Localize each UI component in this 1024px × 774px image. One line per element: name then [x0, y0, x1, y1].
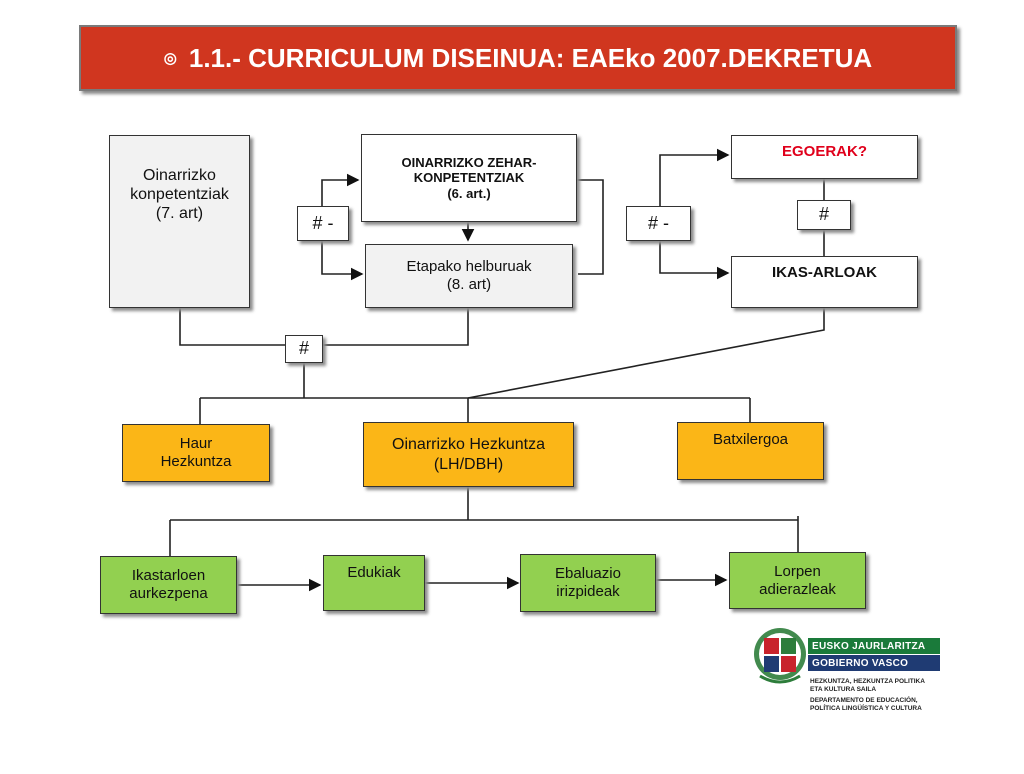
- ikas-arloak-box: IKAS-ARLOAK: [731, 256, 918, 308]
- dept-name-es: DEPARTAMENTO DE EDUCACIÓN, POLÍTICA LING…: [810, 697, 922, 713]
- hash-minus-left-label: # -: [312, 212, 334, 233]
- hash-top-right-label: #: [818, 204, 829, 225]
- title-bullet-icon: ◎: [163, 50, 177, 67]
- hash-bottom-label: #: [298, 338, 309, 359]
- ebaluazio-irizpideak-box: Ebaluazio irizpideak: [520, 554, 656, 612]
- oinarrizko-hezkuntza-box: Oinarrizko Hezkuntza (LH/DBH): [363, 422, 574, 487]
- zeharkonpetentziak-label: OINARRIZKO ZEHAR- KONPETENTZIAK (6. art.…: [401, 154, 537, 201]
- gov-name-eu: EUSKO JAURLARITZA: [808, 638, 940, 654]
- zeharkonpetentziak-box: OINARRIZKO ZEHAR- KONPETENTZIAK (6. art.…: [361, 134, 577, 222]
- etapako-helburuak-label: Etapako helburuak (8. art): [406, 258, 532, 293]
- ebaluazio-irizpideak-label: Ebaluazio irizpideak: [555, 565, 621, 600]
- ikas-arloak-label: IKAS-ARLOAK: [772, 264, 877, 281]
- etapako-helburuak-box: Etapako helburuak (8. art): [365, 244, 573, 308]
- batxilergoa-box: Batxilergoa: [677, 422, 824, 480]
- ikastarloen-aurkezpena-label: Ikastarloen aurkezpena: [129, 567, 208, 602]
- lorpen-adierazleak-label: Lorpen adierazleak: [759, 562, 836, 598]
- egoerak-box: EGOERAK?: [731, 135, 918, 179]
- batxilergoa-label: Batxilergoa: [712, 431, 789, 448]
- lorpen-adierazleak-box: Lorpen adierazleak: [729, 552, 866, 609]
- hash-bottom-box: #: [285, 335, 323, 363]
- oinarrizko-konpetentziak-label: Oinarrizko konpetentziak (7. art): [130, 167, 229, 223]
- haur-hezkuntza-box: Haur Hezkuntza: [122, 424, 270, 482]
- egoerak-label: EGOERAK?: [781, 143, 867, 160]
- title-bar: ◎ 1.1.- CURRICULUM DISEINUA: EAEko 2007.…: [79, 25, 957, 91]
- hash-minus-left-box: # -: [297, 206, 349, 241]
- dept-name-eu: HEZKUNTZA, HEZKUNTZA POLITIKA ETA KULTUR…: [810, 678, 925, 694]
- hash-minus-right-label: # -: [647, 212, 669, 233]
- coat-of-arms-icon: [754, 628, 806, 684]
- hash-minus-right-box: # -: [626, 206, 691, 241]
- edukiak-box: Edukiak: [323, 555, 425, 611]
- ikastarloen-aurkezpena-box: Ikastarloen aurkezpena: [100, 556, 237, 614]
- gov-name-es: GOBIERNO VASCO: [808, 655, 940, 671]
- haur-hezkuntza-label: Haur Hezkuntza: [160, 435, 232, 470]
- edukiak-label: Edukiak: [347, 564, 401, 581]
- oinarrizko-konpetentziak-box: Oinarrizko konpetentziak (7. art): [109, 135, 250, 308]
- hash-top-right-box: #: [797, 200, 851, 230]
- page-title: 1.1.- CURRICULUM DISEINUA: EAEko 2007.DE…: [188, 42, 873, 73]
- oinarrizko-hezkuntza-label: Oinarrizko Hezkuntza (LH/DBH): [392, 436, 545, 473]
